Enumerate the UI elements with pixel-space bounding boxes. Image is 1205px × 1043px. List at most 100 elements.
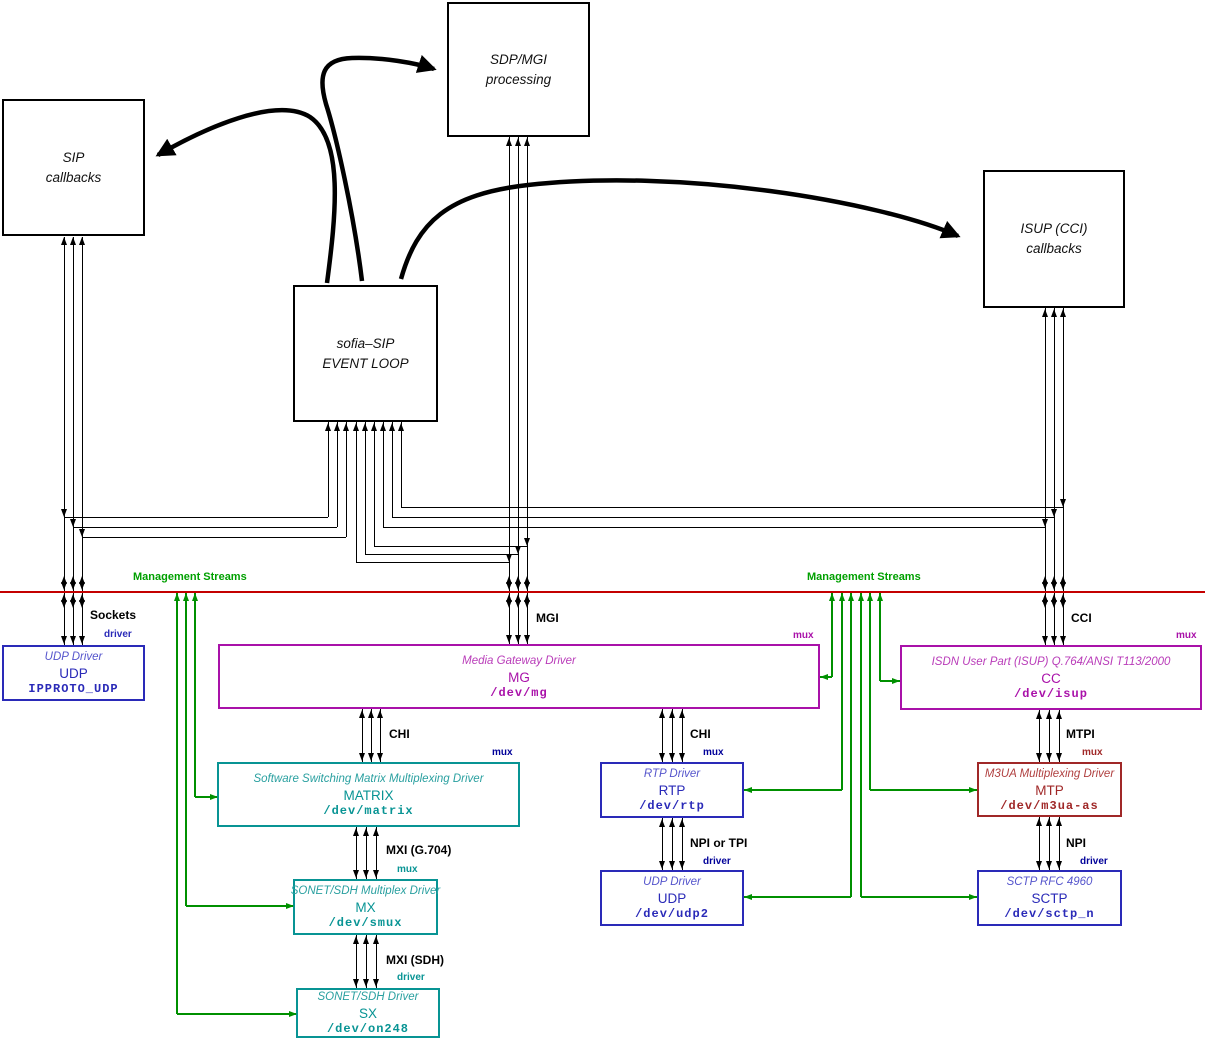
arrowhead-up (69, 576, 76, 584)
arrowhead-dn (352, 870, 359, 878)
driver-name: SCTP (1031, 891, 1068, 906)
stream-line (73, 237, 74, 645)
arrowhead-up (523, 594, 530, 602)
node-media-gateway-driver: Media Gateway Driver MG /dev/mg (218, 644, 820, 709)
arrowhead-lf-management (744, 893, 752, 900)
arrowhead-up (78, 237, 85, 245)
arrowhead-up-management (173, 593, 180, 601)
arrowhead-up (352, 423, 359, 431)
stream-line (672, 709, 673, 762)
arrowhead-up (514, 576, 521, 584)
arrowhead-dn (668, 753, 675, 761)
arrowhead-dn (1050, 600, 1057, 608)
management-stream-line (850, 592, 852, 897)
arrowhead-dn (1059, 600, 1066, 608)
node-label: ISUP (CCI) (1020, 221, 1088, 236)
arrowhead-up (372, 936, 379, 944)
arrowhead-rt-management (289, 1010, 297, 1017)
arrowhead-dn (1045, 861, 1052, 869)
node-label: sofia–SIP (336, 335, 395, 351)
mxi-sdh-interface-label: MXI (SDH) (386, 953, 444, 967)
stream-line (401, 507, 1063, 508)
stream-line (1045, 308, 1046, 645)
arrowhead-up (367, 710, 374, 718)
driver-tag-sx: driver (397, 972, 425, 983)
arrowhead-dn (505, 600, 512, 608)
stream-line (662, 818, 663, 870)
stream-line (1049, 710, 1050, 762)
driver-name: SX (358, 1006, 377, 1021)
stream-line (662, 709, 663, 762)
node-udp2-driver: UDP Driver UDP /dev/udp2 (600, 870, 744, 926)
arrowhead-up (1045, 711, 1052, 719)
stream-line (374, 546, 527, 547)
arrowhead-up (658, 710, 665, 718)
arrowhead-up-management (191, 593, 198, 601)
arrowhead-dn (358, 753, 365, 761)
management-stream-line (860, 592, 862, 897)
arrowhead-up (376, 710, 383, 718)
stream-line (376, 935, 377, 988)
arrowhead-dn (60, 636, 67, 644)
management-stream-line (195, 796, 217, 798)
stream-line (1039, 710, 1040, 762)
arrowhead-dn (60, 600, 67, 608)
management-stream-line (176, 592, 178, 1014)
arrowhead-rt-management (210, 793, 218, 800)
npi-interface-label: NPI (1066, 836, 1087, 850)
stream-line (401, 422, 402, 507)
arrowhead-up (1050, 594, 1057, 602)
stream-line (509, 137, 510, 644)
stream-line (356, 935, 357, 988)
arrowhead-up-management (182, 593, 189, 601)
management-stream-line (185, 592, 187, 906)
stream-line (376, 827, 377, 879)
stream-line (64, 237, 65, 645)
arrowhead-up (60, 594, 67, 602)
arrowhead-up (78, 594, 85, 602)
arrowhead-up (69, 237, 76, 245)
arrowhead-up (352, 828, 359, 836)
arrowhead-dn (514, 582, 521, 590)
arrowhead-dn (1050, 582, 1057, 590)
event-loop-to-sip-callbacks-arrow (155, 107, 338, 284)
arrowhead-up-management (847, 593, 854, 601)
arrowhead-up (1035, 818, 1042, 826)
npi-or-tpi-interface-label: NPI or TPI (690, 836, 748, 850)
stream-line (328, 422, 329, 517)
arrowhead-rt-management (286, 902, 294, 909)
arrowhead-up (678, 819, 685, 827)
arrowhead-dn (678, 753, 685, 761)
management-stream-line (879, 592, 881, 681)
arrowhead-dn (78, 600, 85, 608)
arrowhead-rt-management (969, 893, 977, 900)
stream-line (383, 422, 384, 527)
mxi-g704-interface-label: MXI (G.704) (386, 843, 452, 857)
arrowhead-up-management (876, 593, 883, 601)
arrowhead-dn (69, 582, 76, 590)
arrowhead-dn (1059, 582, 1066, 590)
node-label: SDP/MGI (489, 51, 547, 67)
arrowhead-up-management (828, 593, 835, 601)
arrowhead-dn (658, 861, 665, 869)
arrowhead-up-management (857, 593, 864, 601)
stream-line (380, 709, 381, 762)
arrowhead-dn (1041, 519, 1048, 527)
stream-line (366, 935, 367, 988)
arrowhead-dn (372, 870, 379, 878)
driver-name: UDP (59, 666, 88, 681)
mux-tag-rtp: mux (703, 747, 724, 758)
arrowhead-up (658, 819, 665, 827)
stream-line (1054, 308, 1055, 645)
node-sonet-sdh-driver: SONET/SDH Driver SX /dev/on248 (296, 988, 440, 1038)
driver-name: MX (355, 900, 376, 915)
arrowhead-dn (1050, 509, 1057, 517)
arrowhead-dn (505, 554, 512, 562)
stream-line (366, 827, 367, 879)
mux-tag-cc: mux (1176, 630, 1197, 641)
stream-line (356, 422, 357, 562)
arrowhead-up (342, 423, 349, 431)
arrowhead-up (505, 576, 512, 584)
arrowhead-up (514, 594, 521, 602)
driver-title: SONET/SDH Driver (317, 991, 419, 1003)
